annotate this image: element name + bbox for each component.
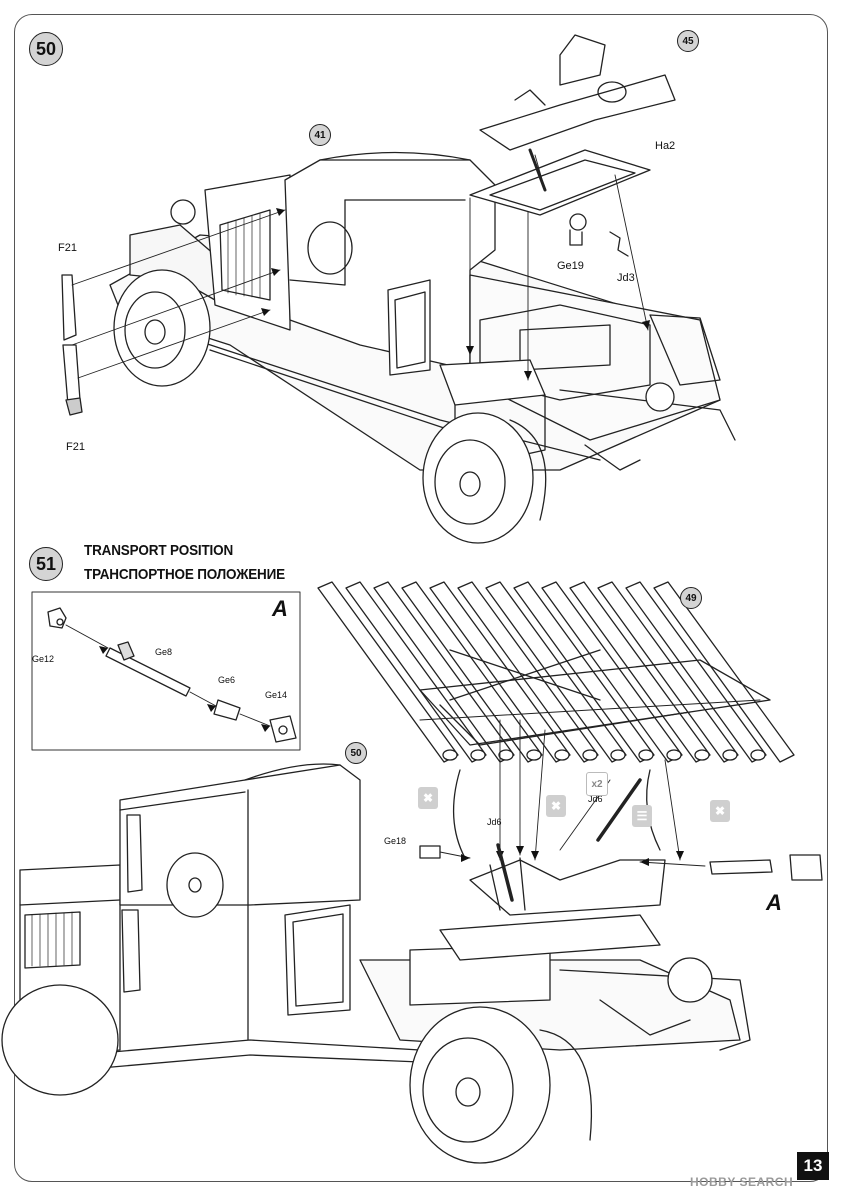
detail-a-letter: A [272,596,288,621]
step51-truck-drawing [1,763,823,1164]
step-51-number: 51 [29,547,63,581]
part-label-f21-bottom: F21 [66,441,85,453]
detail-a-reference: A [766,890,782,915]
part-label-ge6: Ge6 [218,675,236,685]
step50-truck-drawing [61,34,736,544]
part-label-jd6-right: Jd6 [588,794,603,804]
part-label-jd3: Jd3 [617,272,635,284]
paint-icon: ☰ [632,805,652,827]
part-label-ge12: Ge12 [32,654,55,664]
part-label-ge8: Ge8 [155,647,173,657]
part-label-f21-top: F21 [58,242,77,254]
heading-transport-position-en: TRANSPORT POSITION [84,542,234,559]
callout-50: 50 [345,742,367,764]
part-label-ge19: Ge19 [557,260,584,272]
part-label-jd6-left: Jd6 [487,817,502,827]
watermark: HOBBY SEARCH [690,1175,794,1189]
callout-41: 41 [309,124,331,146]
glue-icon: ✖ [710,800,730,822]
page-border [14,14,828,1182]
part-label-ha2: Ha2 [655,140,676,152]
page-number: 13 [797,1152,829,1180]
glue-icon: ✖ [418,787,438,809]
part-label-ge18: Ge18 [384,836,407,846]
quantity-x2-icon: x2 [586,772,608,796]
glue-icon: ✖ [546,795,566,817]
heading-transport-position-ru: ТРАНСПОРТНОЕ ПОЛОЖЕНИЕ [84,566,285,583]
launcher-rails-drawing [317,581,795,861]
callout-45: 45 [677,30,699,52]
part-label-ge14: Ge14 [265,690,288,700]
step-50-number: 50 [29,32,63,66]
callout-49: 49 [680,587,702,609]
detail-a-box [31,591,301,751]
